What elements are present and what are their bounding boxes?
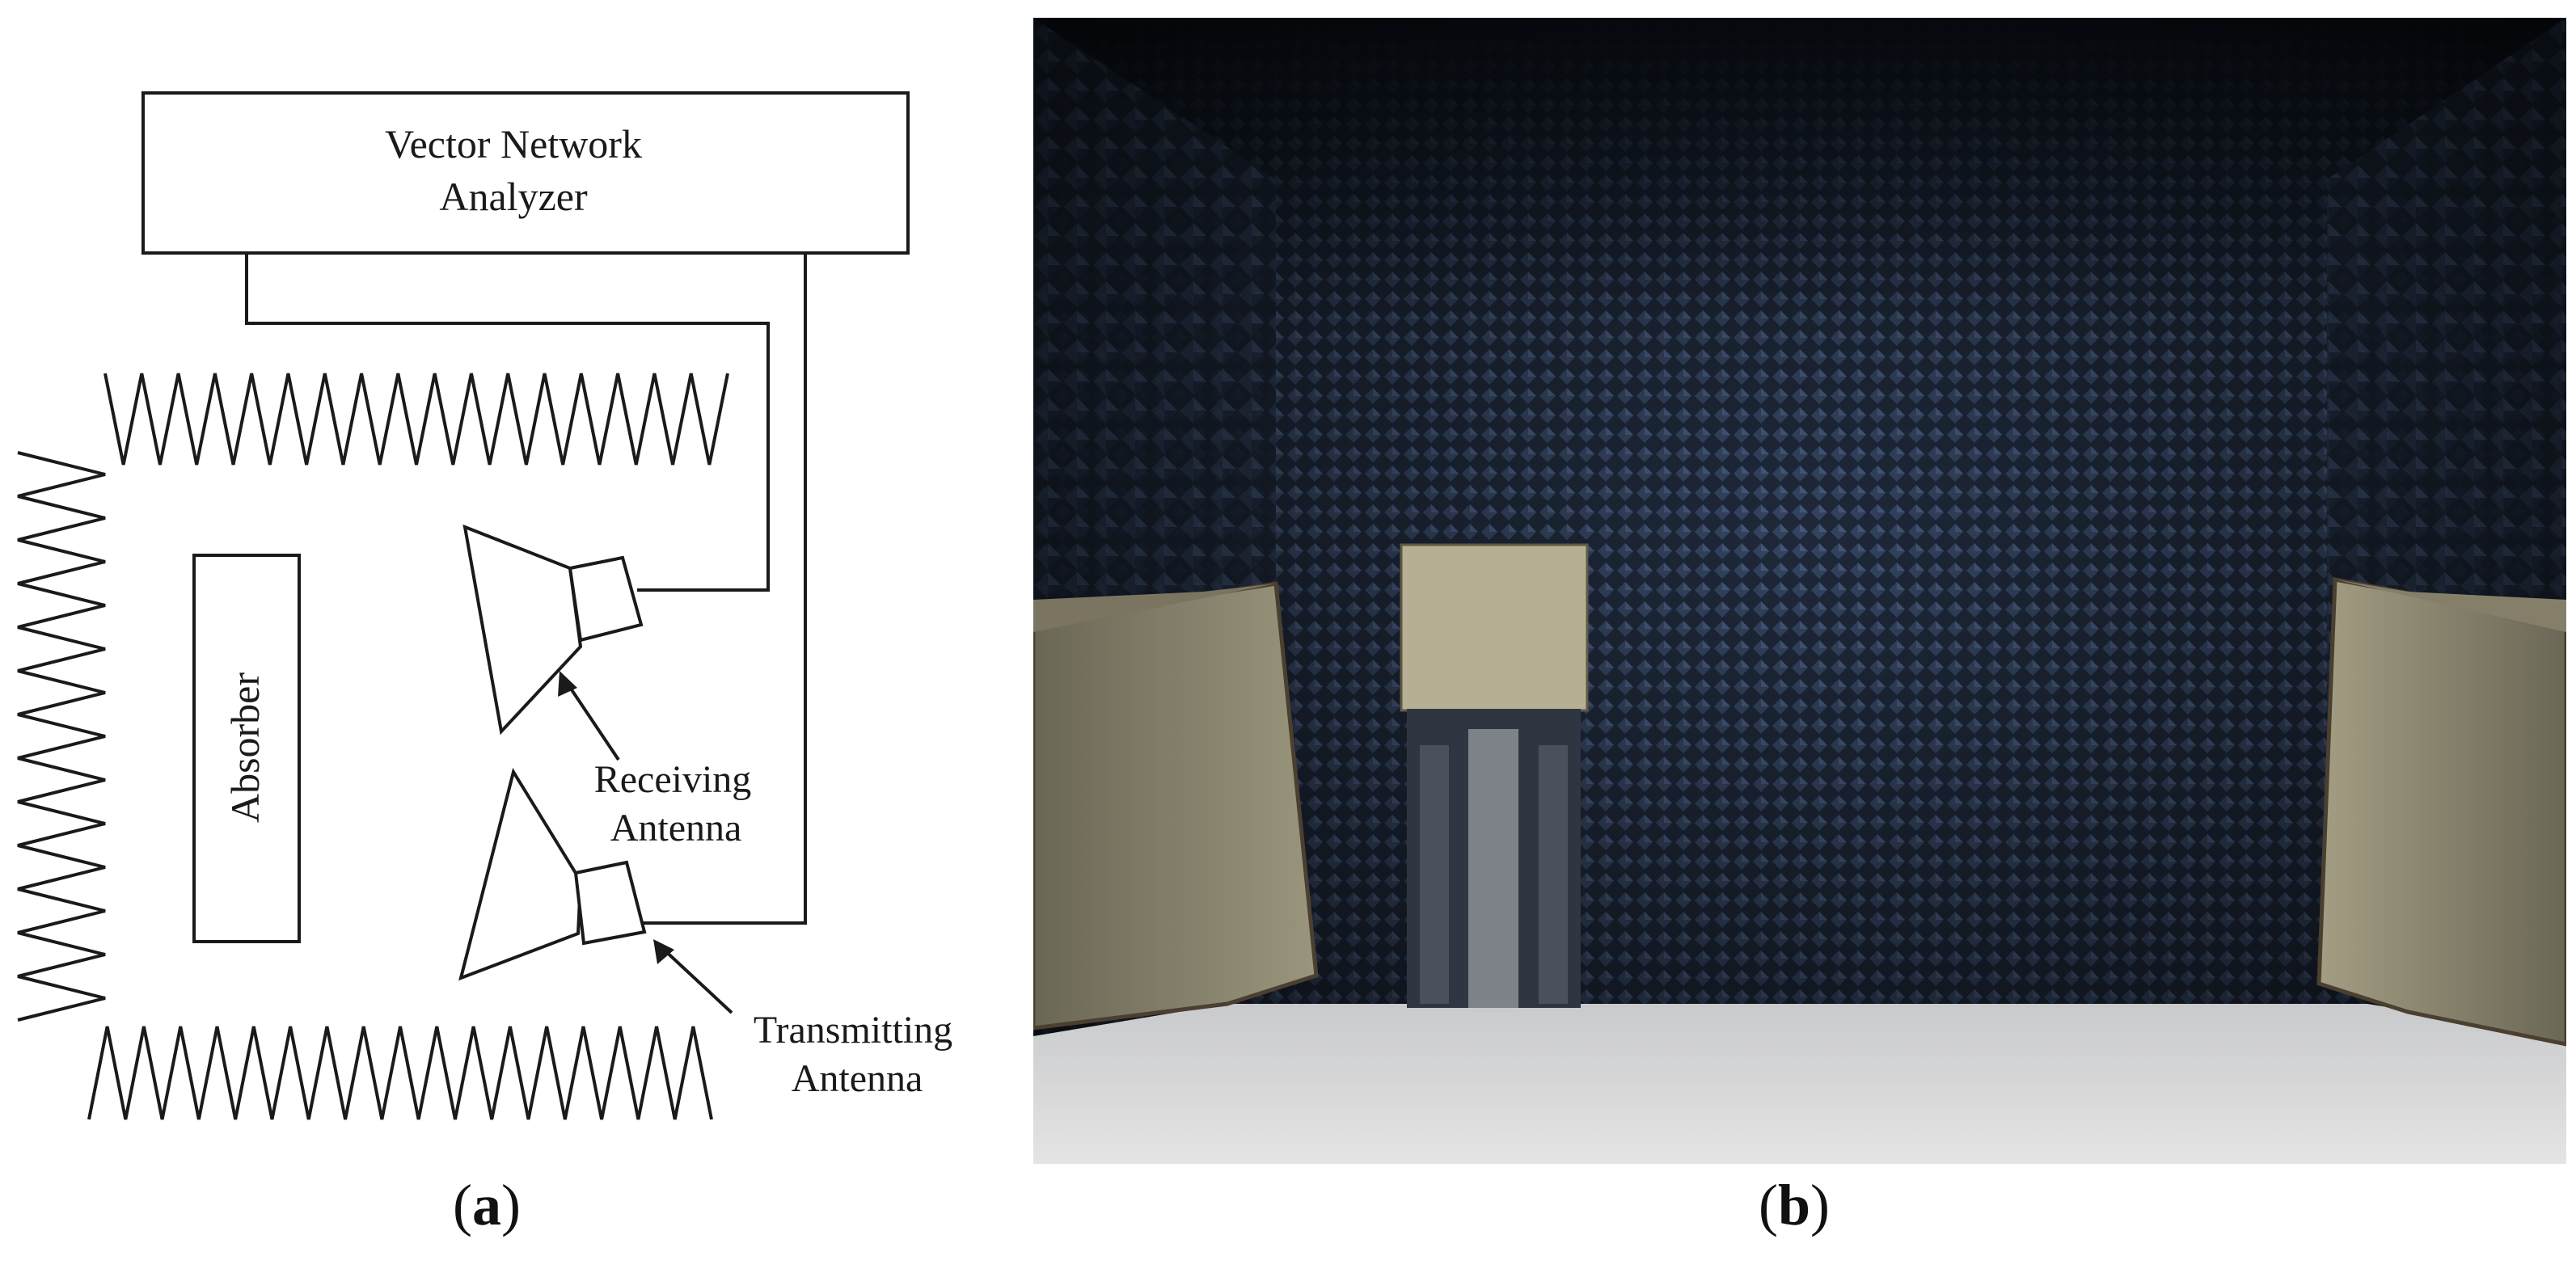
transmitting-label-line2: Antenna: [792, 1057, 923, 1100]
caption-b: (b): [1759, 1173, 1831, 1237]
receiving-arrow-line: [564, 680, 620, 761]
chamber-floor: [1033, 1004, 2566, 1164]
absorber-label: Absorber: [222, 672, 268, 823]
transmitting-arrow-head: [653, 939, 674, 964]
caption-a: (a): [453, 1173, 521, 1237]
transmitting-antenna-horn: [458, 767, 583, 981]
schematic-diagram: Vector Network Analyzer Absorber Receivi…: [0, 0, 1003, 1164]
transmitting-label-line1: Transmitting: [754, 1009, 952, 1052]
receiving-cable: [245, 253, 770, 592]
test-target-panel: [1400, 543, 1589, 712]
absorber-block: [192, 554, 301, 943]
caption-a-letter: a: [471, 1173, 501, 1237]
transmitting-antenna-feed: [573, 860, 647, 946]
vector-network-analyzer-box: [141, 91, 910, 255]
receiving-antenna-feed: [568, 555, 644, 643]
receiving-antenna-horn: [462, 524, 583, 736]
top-absorber-wall: [103, 373, 729, 466]
bottom-absorber-wall: [87, 1026, 713, 1120]
anechoic-chamber-photo: [1033, 18, 2566, 1164]
receiving-label-line2: Antenna: [610, 807, 742, 849]
target-stand-leg-left: [1420, 745, 1449, 1004]
target-stand-leg-right: [1539, 745, 1568, 1004]
left-horn-top: [1033, 584, 1276, 632]
right-horn-top: [2335, 580, 2566, 632]
transmitting-arrow-line: [660, 946, 733, 1014]
analyzer-label-line1: Vector Network: [385, 121, 642, 167]
transmitting-cable: [639, 253, 807, 925]
left-absorber-wall: [17, 451, 106, 1022]
receiving-arrow-head: [558, 671, 577, 697]
right-horn-antenna: [2316, 577, 2566, 1047]
caption-b-letter: b: [1777, 1173, 1811, 1237]
receiving-label-line1: Receiving: [594, 758, 752, 801]
analyzer-label-line2: Analyzer: [439, 174, 588, 219]
left-horn-antenna: [1033, 581, 1319, 1031]
target-stand-pole: [1468, 729, 1518, 1008]
